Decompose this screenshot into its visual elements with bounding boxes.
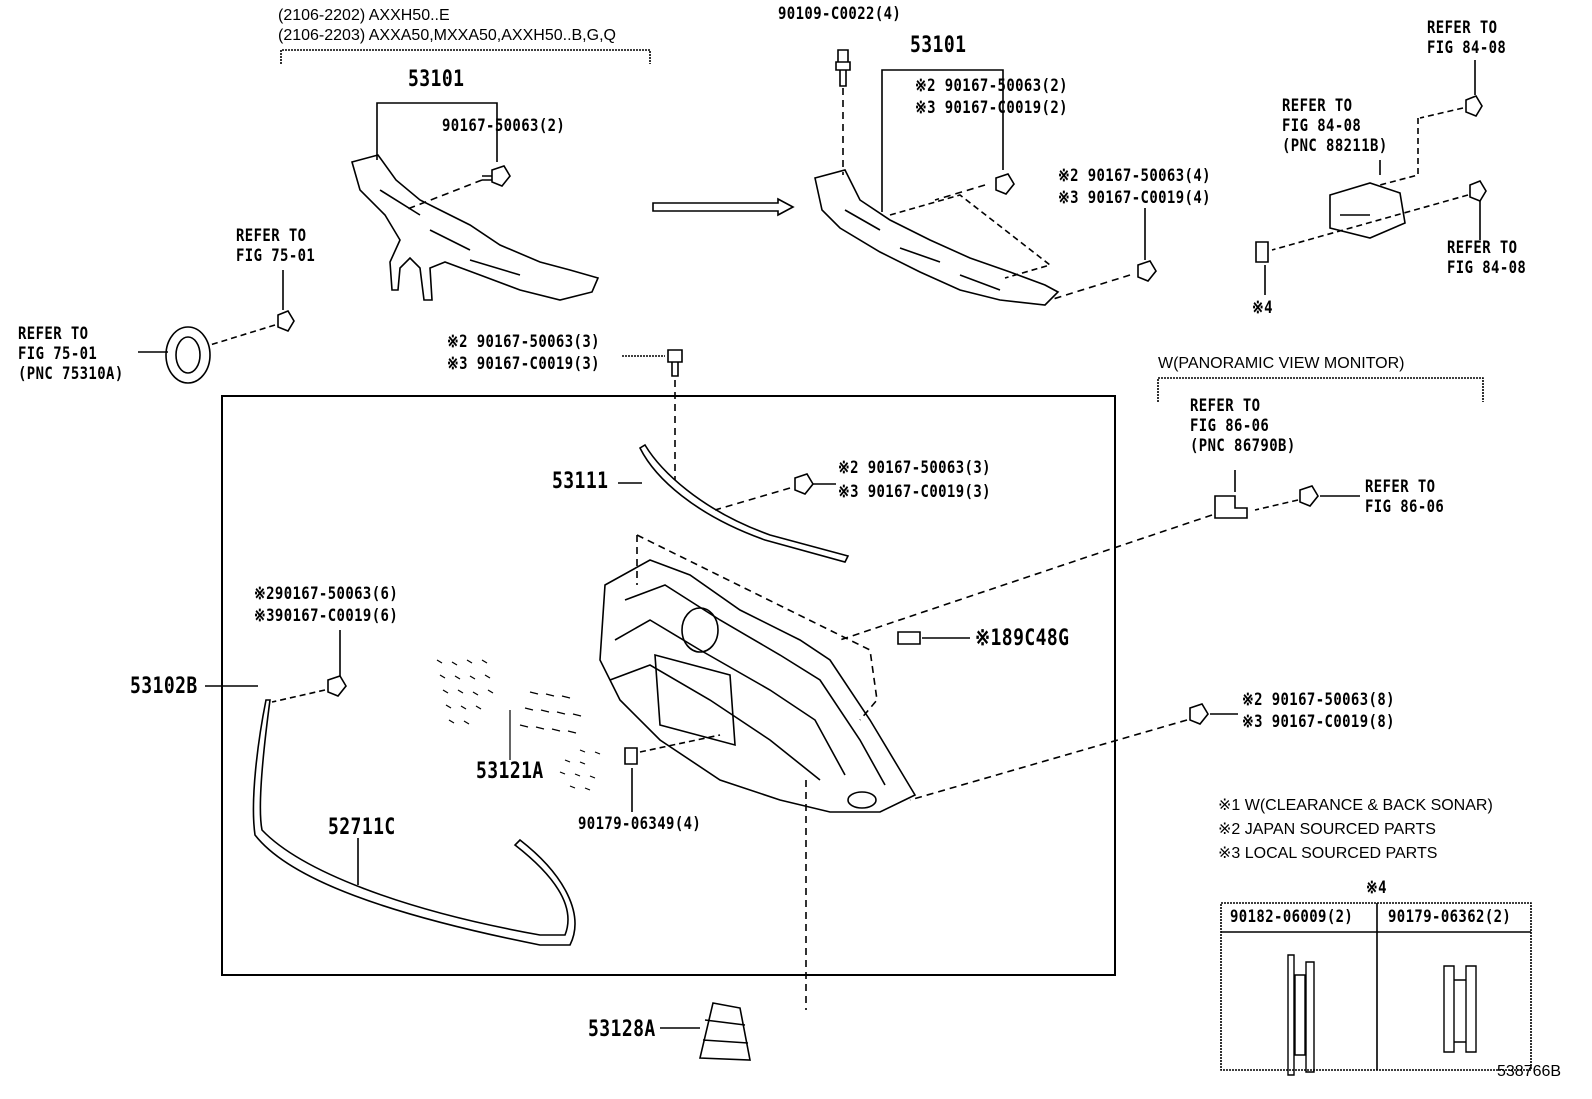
screw-label-top: 90109-C0022(4) xyxy=(778,4,902,24)
molding-clip xyxy=(794,473,814,495)
ref-label: REFER TO xyxy=(1365,477,1436,497)
note-1: ※1 W(CLEARANCE & BACK SONAR) xyxy=(1218,797,1493,814)
panoramic-title: W(PANORAMIC VIEW MONITOR) xyxy=(1158,355,1405,372)
bolt-label: ※2 90167-50063(4) xyxy=(1058,166,1211,186)
clip-right-a xyxy=(995,173,1015,195)
ref-label: FIG 84-08 xyxy=(1282,116,1362,136)
bolt-label: ※290167-50063(6) xyxy=(254,584,399,604)
part-label-53101-left: 53101 xyxy=(408,67,465,92)
sonar-bracket xyxy=(897,631,921,645)
bolt-label: ※2 90167-50063(2) xyxy=(915,76,1068,96)
radiator-grille xyxy=(599,534,917,813)
clip-right-b xyxy=(1137,260,1157,282)
grille-screw xyxy=(667,349,683,377)
camera-bolt xyxy=(1299,485,1319,507)
panoramic-bracket xyxy=(1157,377,1484,402)
ref-label: FIG 84-08 xyxy=(1447,258,1527,278)
molding-52711C xyxy=(252,699,576,946)
clips-53121A xyxy=(436,659,601,791)
lower-clip xyxy=(327,675,347,697)
bolt-label: ※2 90167-50063(8) xyxy=(1242,690,1395,710)
part-label-53121A: 53121A xyxy=(476,759,544,784)
nut-label: 90179-06349(4) xyxy=(578,814,702,834)
ref-label: FIG 86-06 xyxy=(1190,416,1270,436)
nut-90179 xyxy=(624,747,638,765)
ref-label: REFER TO xyxy=(1427,18,1498,38)
bolt-label: ※3 90167-C0019(2) xyxy=(915,98,1068,118)
applicability-bracket xyxy=(280,49,651,64)
ref-label: REFER TO xyxy=(236,226,307,246)
ref-label: REFER TO xyxy=(1447,238,1518,258)
note-3: ※3 LOCAL SOURCED PARTS xyxy=(1218,845,1438,862)
ref-label: FIG 75-01 xyxy=(236,246,316,266)
figure-id: 538766B xyxy=(1497,1063,1562,1080)
screw-top xyxy=(835,49,851,87)
ref-label: FIG 75-01 xyxy=(18,344,98,364)
table-column-90179: 90179-06362(2) xyxy=(1388,907,1512,927)
part-label-53128A: 53128A xyxy=(588,1017,656,1042)
bolt-label: ※3 90167-C0019(3) xyxy=(447,354,600,374)
arrow xyxy=(652,197,795,217)
table-title: ※4 xyxy=(1366,878,1387,898)
ref-label: (PNC 75310A) xyxy=(18,364,124,384)
insert-53128A xyxy=(698,1002,751,1061)
ref-label: (PNC 86790B) xyxy=(1190,436,1296,456)
ref-label: REFER TO xyxy=(1190,396,1261,416)
emblem-clip xyxy=(277,310,295,332)
bolt-label: ※390167-C0019(6) xyxy=(254,606,399,626)
part-label-53101-right: 53101 xyxy=(910,33,967,58)
ref-label: REFER TO xyxy=(1282,96,1353,116)
applicability-line1: (2106-2202) AXXH50..E xyxy=(278,7,450,24)
bolt-label: ※3 90167-C0019(4) xyxy=(1058,188,1211,208)
sonar-label: ※189C48G xyxy=(975,626,1070,651)
clip-90182 xyxy=(1287,954,1315,1076)
reinforcement-right xyxy=(814,69,1060,306)
clip-90179 xyxy=(1443,965,1477,1053)
table-column-90182: 90182-06009(2) xyxy=(1230,907,1354,927)
ref-label: (PNC 88211B) xyxy=(1282,136,1388,156)
part-label-53102B: 53102B xyxy=(130,674,198,699)
note-2: ※2 JAPAN SOURCED PARTS xyxy=(1218,821,1436,838)
reinforcement-left xyxy=(351,102,600,301)
ref-label: REFER TO xyxy=(18,324,89,344)
ref-label: FIG 84-08 xyxy=(1427,38,1507,58)
molding-53111 xyxy=(638,443,850,563)
camera xyxy=(1214,495,1248,519)
emblem xyxy=(165,326,211,384)
bolt-label: ※3 90167-C0019(8) xyxy=(1242,712,1395,732)
note4-marker: ※4 xyxy=(1252,298,1273,318)
note4-table xyxy=(1220,902,1532,1076)
bolt-label: ※2 90167-50063(3) xyxy=(838,458,991,478)
ref-label: FIG 86-06 xyxy=(1365,497,1445,517)
clip-sensor-top xyxy=(1465,95,1483,117)
note4-clip xyxy=(1255,241,1269,263)
bolt-label-left: 90167-50063(2) xyxy=(442,116,566,136)
part-label-53111: 53111 xyxy=(552,469,609,494)
applicability-line2: (2106-2203) AXXA50,MXXA50,AXXH50..B,G,Q xyxy=(278,27,616,44)
side-bolt xyxy=(1189,703,1209,725)
clip-sensor-bolt xyxy=(1469,180,1487,202)
clip-left xyxy=(482,165,511,187)
bolt-label: ※2 90167-50063(3) xyxy=(447,332,600,352)
sensor xyxy=(1329,182,1406,239)
part-label-52711C: 52711C xyxy=(328,815,396,840)
bolt-label: ※3 90167-C0019(3) xyxy=(838,482,991,502)
